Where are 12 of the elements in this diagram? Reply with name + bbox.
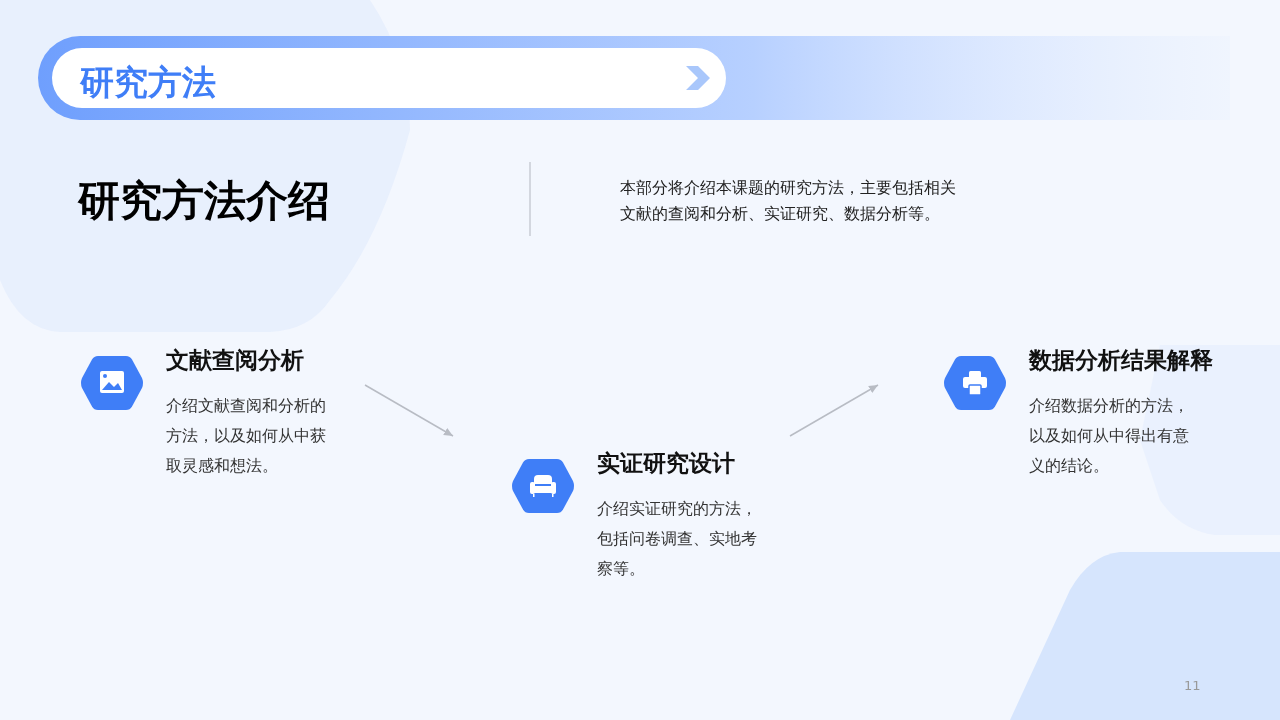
slide-title: 研究方法 [80, 61, 216, 104]
item-heading: 数据分析结果解释 [1029, 346, 1213, 375]
arrow [364, 384, 454, 437]
arrow [789, 384, 879, 437]
item-description: 介绍数据分析的方法，以及如何从中得出有意义的结论。 [1029, 395, 1190, 477]
item-heading: 文献查阅分析 [166, 346, 304, 375]
item-description: 介绍文献查阅和分析的方法，以及如何从中获取灵感和想法。 [166, 395, 327, 477]
item-description: 介绍实证研究的方法，包括问卷调查、实地考察等。 [597, 498, 758, 580]
item-heading: 实证研究设计 [597, 449, 735, 478]
description-text: 本部分将介绍本课题的研究方法，主要包括相关文献的查阅和分析、实证研究、数据分析等。 [620, 177, 957, 225]
section-heading: 研究方法介绍 [78, 175, 330, 227]
page-number: 11 [1184, 678, 1201, 693]
